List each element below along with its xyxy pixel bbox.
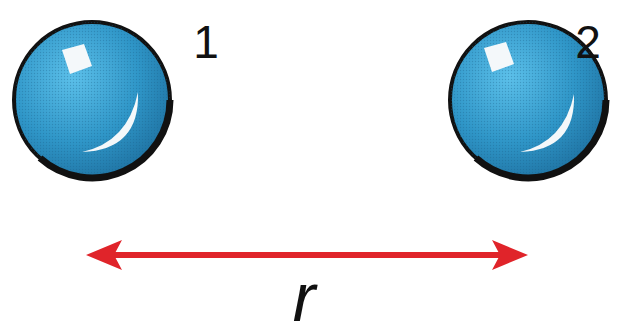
callout-number: 2 [575,19,601,65]
sphere-1 [14,22,170,178]
distance-label: r [293,263,316,331]
callout-number: 1 [193,19,219,65]
